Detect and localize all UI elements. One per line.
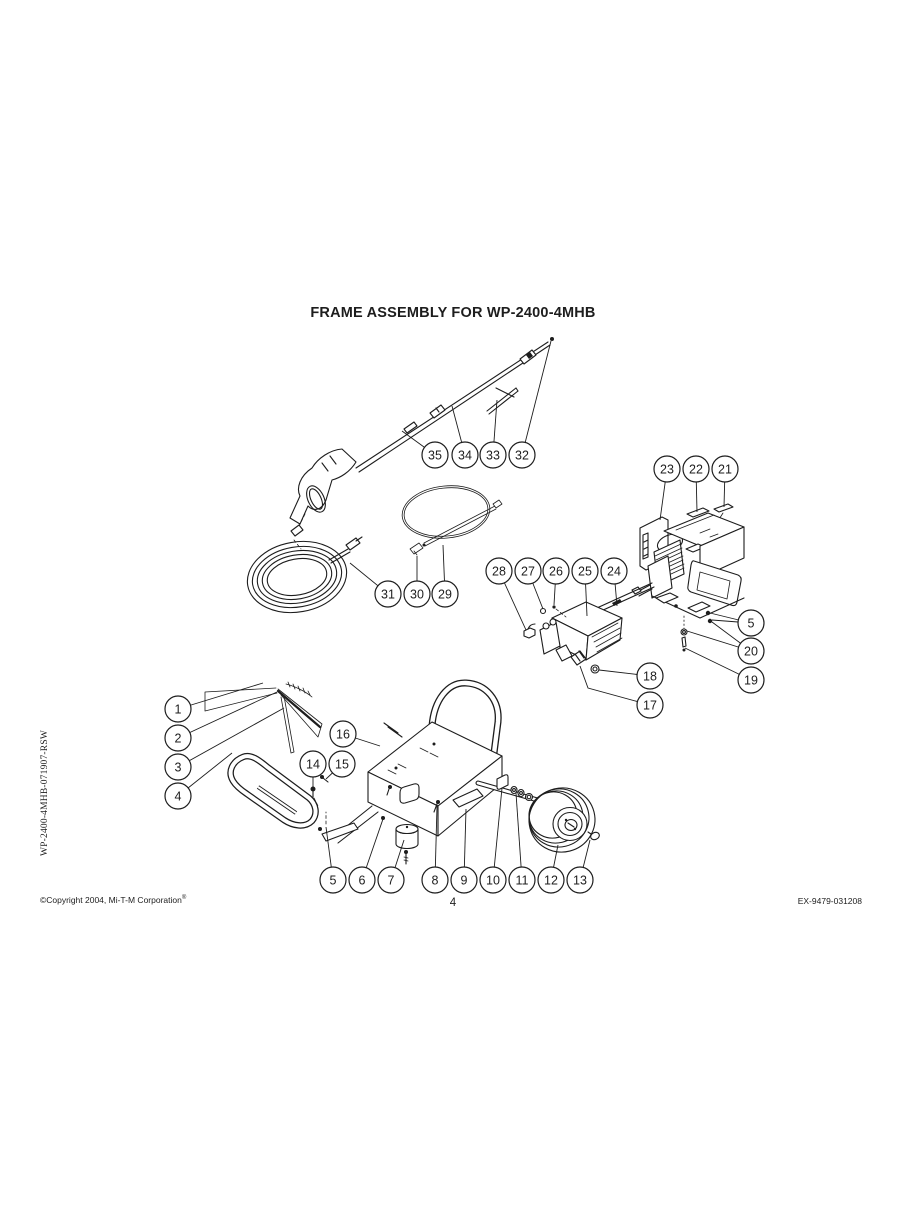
- svg-text:20: 20: [744, 645, 758, 659]
- svg-text:24: 24: [607, 565, 621, 579]
- callout-11: 11: [508, 792, 536, 894]
- callout-10: 10: [479, 787, 507, 894]
- callout-4: 4: [164, 752, 233, 810]
- svg-text:27: 27: [521, 565, 535, 579]
- svg-text:25: 25: [578, 565, 592, 579]
- svg-text:35: 35: [428, 449, 442, 463]
- registered-mark: ®: [181, 895, 187, 902]
- svg-text:22: 22: [689, 463, 703, 477]
- svg-text:9: 9: [461, 874, 468, 888]
- callout-17: 17: [579, 665, 664, 719]
- callout-8: 8: [421, 805, 449, 894]
- callout-5: 5: [319, 826, 347, 894]
- svg-text:11: 11: [516, 874, 529, 888]
- svg-text:16: 16: [336, 728, 350, 742]
- callout-3: 3: [164, 707, 285, 781]
- svg-text:17: 17: [643, 699, 657, 713]
- svg-text:3: 3: [175, 761, 182, 775]
- callout-26: 26: [542, 557, 570, 606]
- pump-drawing: [523, 601, 623, 662]
- document-number: EX-9479-031208: [797, 896, 862, 906]
- svg-text:15: 15: [335, 758, 349, 772]
- callout-20: 20: [686, 621, 765, 665]
- svg-text:34: 34: [458, 449, 472, 463]
- callout-25: 25: [571, 557, 599, 617]
- callout-31: 31: [349, 562, 402, 608]
- callout-7: 7: [377, 839, 405, 894]
- callout-30: 30: [403, 556, 431, 608]
- callout-33: 33: [479, 399, 507, 469]
- callout-12: 12: [537, 844, 565, 894]
- svg-text:1: 1: [175, 703, 182, 717]
- panel-drawing: [204, 681, 323, 754]
- svg-text:10: 10: [486, 874, 500, 888]
- svg-text:21: 21: [718, 463, 732, 477]
- callout-18: 18: [598, 662, 664, 690]
- callout-22: 22: [682, 455, 710, 513]
- engine-drawing: [631, 503, 745, 619]
- page-title: FRAME ASSEMBLY FOR WP-2400-4MHB: [310, 305, 596, 321]
- callout-34: 34: [451, 405, 479, 469]
- svg-text:30: 30: [410, 588, 424, 602]
- callout-19: 19: [684, 647, 765, 694]
- svg-text:2: 2: [175, 732, 182, 746]
- callout-21: 21: [711, 455, 739, 508]
- wheel-drawing: [528, 787, 600, 853]
- frame-deck-drawing: [310, 679, 503, 865]
- svg-text:14: 14: [306, 758, 320, 772]
- callout-28: 28: [485, 557, 527, 631]
- callout-15: 15: [325, 750, 356, 780]
- callout-2: 2: [164, 691, 278, 752]
- chemical-hose-drawing: [401, 485, 503, 556]
- callout-32: 32: [508, 340, 552, 469]
- callout-24: 24: [600, 557, 628, 607]
- svg-text:31: 31: [381, 588, 395, 602]
- callout-23: 23: [653, 455, 681, 521]
- copyright-text: ©Copyright 2004, Mi-T-M Corporation®: [40, 895, 187, 905]
- callout-9: 9: [450, 808, 478, 894]
- pump-fittings-drawing: [570, 650, 600, 674]
- svg-text:13: 13: [573, 874, 587, 888]
- callout-29: 29: [431, 544, 459, 608]
- svg-text:5: 5: [748, 617, 755, 631]
- svg-text:7: 7: [388, 874, 395, 888]
- svg-text:19: 19: [744, 674, 758, 688]
- callout-13: 13: [566, 839, 594, 894]
- callout-5: 5: [709, 609, 765, 637]
- svg-text:33: 33: [486, 449, 500, 463]
- svg-text:23: 23: [660, 463, 674, 477]
- callout-16: 16: [329, 720, 381, 748]
- svg-text:8: 8: [432, 874, 439, 888]
- svg-text:12: 12: [544, 874, 558, 888]
- svg-text:32: 32: [515, 449, 529, 463]
- svg-text:5: 5: [330, 874, 337, 888]
- svg-text:6: 6: [359, 874, 366, 888]
- svg-text:28: 28: [492, 565, 506, 579]
- callout-14: 14: [299, 750, 327, 787]
- svg-text:26: 26: [549, 565, 563, 579]
- handlebar-drawing: [227, 752, 319, 829]
- high-pressure-hose-drawing: [246, 536, 363, 614]
- engine-bolts-drawing: [680, 610, 713, 652]
- page-number: 4: [449, 897, 457, 909]
- callout-6: 6: [348, 818, 384, 894]
- callout-1: 1: [164, 682, 264, 723]
- callout-35: 35: [401, 430, 449, 469]
- svg-text:18: 18: [643, 670, 657, 684]
- wand-assembly-drawing: [289, 337, 554, 550]
- svg-text:29: 29: [438, 588, 452, 602]
- svg-text:4: 4: [175, 790, 182, 804]
- callout-27: 27: [514, 557, 544, 610]
